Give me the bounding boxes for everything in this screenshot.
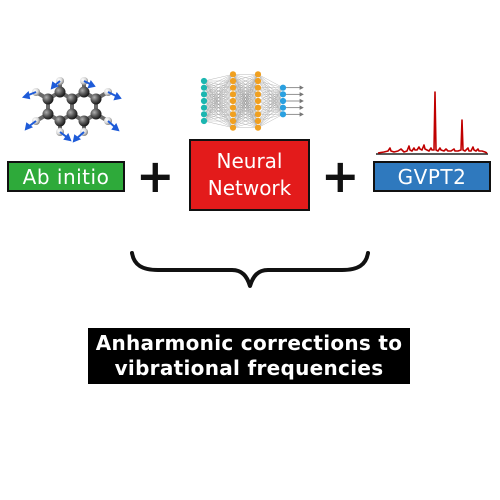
- nn-node: [229, 97, 237, 105]
- ab-initio-box: Ab initio: [7, 161, 125, 192]
- nn-node: [229, 71, 237, 78]
- nn-node: [254, 104, 262, 111]
- result-line-1: Anharmonic corrections to: [95, 331, 403, 355]
- result-box: Anharmonic corrections to vibrational fr…: [88, 328, 410, 384]
- ab-initio-label: Ab initio: [22, 164, 110, 189]
- nn-node: [229, 91, 237, 98]
- curly-brace-icon: [130, 251, 370, 288]
- nn-node: [254, 111, 262, 118]
- nn-node: [279, 104, 287, 111]
- molecule-icon: [21, 77, 122, 143]
- nn-node: [229, 104, 237, 111]
- nn-node: [200, 91, 208, 98]
- nn-node: [229, 111, 237, 118]
- neural-network-label-line-2: Network: [207, 176, 292, 200]
- nn-node: [200, 111, 208, 118]
- nn-node: [279, 91, 287, 98]
- nn-node: [229, 77, 237, 85]
- nn-node: [200, 117, 208, 125]
- nn-node: [254, 91, 262, 98]
- nn-node: [229, 124, 237, 131]
- plus-operator-1: +: [136, 149, 175, 203]
- nn-node: [200, 97, 208, 105]
- gvpt2-label: GVPT2: [397, 164, 467, 189]
- neural-network-icon: [200, 71, 304, 131]
- nn-node: [254, 97, 262, 105]
- nn-node: [254, 124, 262, 131]
- nn-node: [254, 117, 262, 125]
- nn-node: [279, 111, 287, 118]
- nn-node: [254, 84, 262, 91]
- nn-node: [200, 104, 208, 111]
- nn-node: [200, 84, 208, 91]
- nn-node: [229, 84, 237, 91]
- neural-network-label-line-1: Neural: [216, 149, 283, 173]
- nn-node: [229, 117, 237, 125]
- nn-node: [254, 77, 262, 85]
- nn-node: [254, 71, 262, 78]
- spectrum-icon: [376, 91, 488, 155]
- nn-node: [279, 97, 287, 105]
- result-line-2: vibrational frequencies: [114, 356, 384, 380]
- nn-node: [200, 77, 208, 85]
- plus-operator-2: +: [321, 149, 360, 203]
- gvpt2-box: GVPT2: [373, 161, 491, 192]
- neural-network-box: Neural Network: [189, 139, 310, 211]
- nn-node: [279, 84, 287, 91]
